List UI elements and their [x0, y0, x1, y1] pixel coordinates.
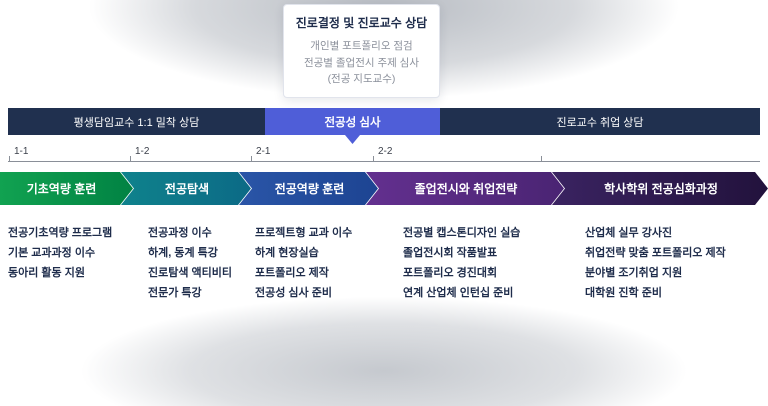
stage-arrow-foundation: 기초역량 훈련: [0, 172, 133, 205]
stage-column-major-competency: 프로젝트형 교과 이수 하계 현장실습 포트폴리오 제작 전공성 심사 준비: [255, 223, 352, 303]
callout-line: (전공 지도교수): [327, 73, 396, 85]
timeline-tick: [130, 156, 131, 161]
band-center-segment: 전공성 심사: [265, 108, 440, 135]
stage-item: 포트폴리오 경진대회: [403, 267, 498, 279]
stage-arrow-major-exploration: 전공탐색: [121, 172, 251, 205]
timeline-tick: [9, 156, 10, 161]
stage-item: 전공과정 이수: [148, 227, 212, 239]
semester-label: 2-2: [378, 146, 393, 157]
semester-label: 1-2: [135, 146, 150, 157]
stage-arrow-label: 기초역량 훈련: [26, 182, 97, 196]
band-pointer-arrow: [345, 135, 360, 144]
stage-item: 포트폴리오 제작: [255, 267, 329, 279]
timeline-tick: [373, 156, 374, 161]
stage-item: 전문가 특강: [148, 287, 202, 299]
band-right-segment: 진로교수 취업 상담: [440, 108, 760, 135]
callout-line: 전공별 졸업전시 주제 심사: [303, 56, 419, 69]
timeline-tick: [541, 156, 542, 161]
semester-label: 2-1: [256, 146, 271, 157]
stage-item: 대학원 진학 준비: [585, 287, 662, 299]
stage-arrow-label: 졸업전시와 취업전략: [414, 182, 518, 196]
stage-item: 진로탐색 액티비티: [148, 267, 233, 279]
stage-item: 산업체 실무 강사진: [585, 227, 673, 239]
stage-arrow-label: 전공역량 훈련: [274, 182, 345, 196]
stage-column-major-exploration: 전공과정 이수 하계, 동계 특강 진로탐색 액티비티 전문가 특강: [148, 223, 232, 303]
stage-item: 동아리 활동 지원: [8, 267, 85, 279]
band-left-segment: 평생담임교수 1:1 밀착 상담: [8, 108, 265, 135]
stage-arrow-label: 전공탐색: [164, 182, 210, 196]
semester-timeline: 1-1 1-2 2-1 2-2: [8, 145, 760, 162]
callout-line: 개인별 포트폴리오 점검: [310, 40, 413, 52]
stage-arrow-advanced-degree: 학사학위 전공심화과정: [552, 172, 768, 205]
semester-label: 1-1: [14, 146, 29, 157]
stage-column-graduation-employment: 전공별 캡스톤디자인 실습 졸업전시회 작품발표 포트폴리오 경진대회 연계 산…: [403, 223, 520, 303]
counseling-callout: 진로결정 및 진로교수 상담 개인별 포트폴리오 점검 전공별 졸업전시 주제 …: [283, 4, 440, 98]
stage-arrows: 기초역량 훈련 전공탐색 전공역량 훈련 졸업전시와 취업전략 학사학위 전공심…: [0, 172, 768, 205]
stage-item: 프로젝트형 교과 이수: [255, 227, 353, 239]
stage-arrow-label: 학사학위 전공심화과정: [604, 182, 718, 196]
stage-item: 연계 산업체 인턴십 준비: [403, 287, 514, 299]
counseling-band: 평생담임교수 1:1 밀착 상담 전공성 심사 진로교수 취업 상담: [8, 108, 760, 135]
stage-item: 하계, 동계 특강: [148, 247, 218, 259]
stage-item: 취업전략 맞춤 포트폴리오 제작: [585, 247, 726, 259]
timeline-tick: [251, 156, 252, 161]
stage-item: 분야별 조기취업 지원: [585, 267, 683, 279]
stage-item: 하계 현장실습: [255, 247, 319, 259]
stage-arrow-graduation-employment: 졸업전시와 취업전략: [366, 172, 564, 205]
stage-item: 전공기초역량 프로그램: [8, 227, 113, 239]
stage-item: 전공성 심사 준비: [255, 287, 332, 299]
stage-column-advanced-degree: 산업체 실무 강사진 취업전략 맞춤 포트폴리오 제작 분야별 조기취업 지원 …: [585, 223, 726, 303]
background-blur-bottom: [78, 296, 690, 406]
stage-item: 졸업전시회 작품발표: [403, 247, 498, 259]
stage-item: 기본 교과과정 이수: [8, 247, 96, 259]
callout-title: 진로결정 및 진로교수 상담: [295, 16, 428, 30]
stage-item: 전공별 캡스톤디자인 실습: [403, 227, 521, 239]
stage-column-foundation: 전공기초역량 프로그램 기본 교과과정 이수 동아리 활동 지원: [8, 223, 112, 283]
stage-arrow-major-competency: 전공역량 훈련: [239, 172, 378, 205]
